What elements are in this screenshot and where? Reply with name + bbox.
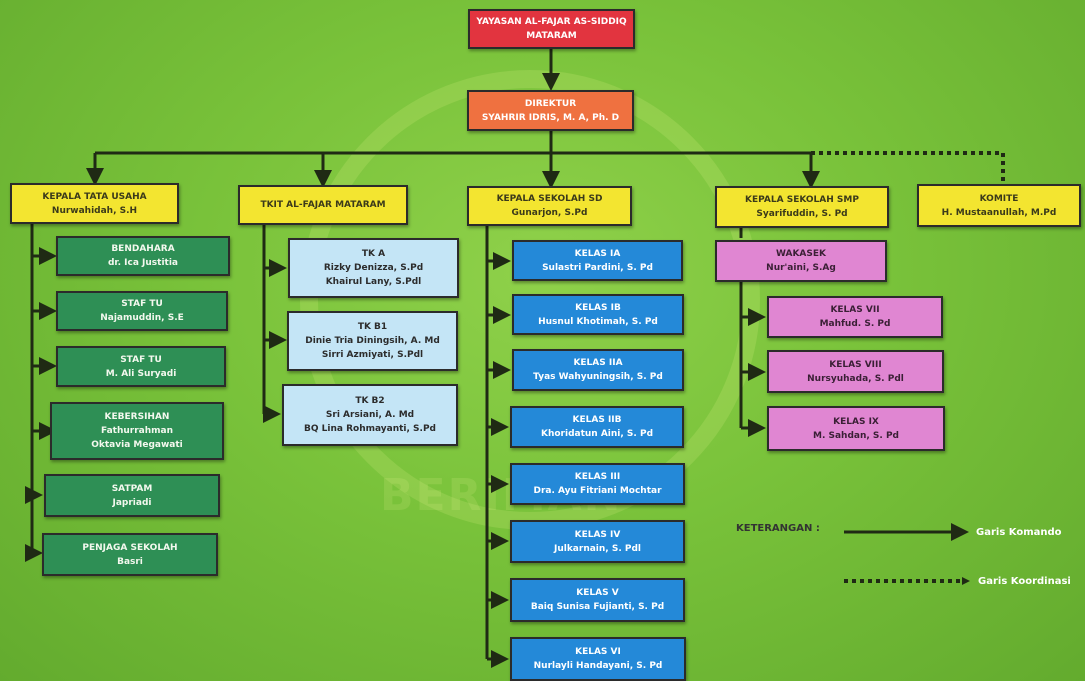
sd-class-title: KELAS III [574, 472, 621, 482]
sd-title: KEPALA SEKOLAH SD [496, 194, 603, 204]
tkit-title: TKIT AL-FAJAR MATARAM [260, 200, 386, 210]
smp-teacher: Mahfud. S. Pd [819, 319, 891, 329]
sd-class-box: KELAS III Dra. Ayu Fitriani Mochtar [510, 463, 685, 505]
legend-solid-label: Garis Komando [976, 527, 1062, 538]
komite-head: KOMITE H. Mustaanullah, M.Pd [917, 184, 1081, 227]
sd-name: Gunarjon, S.Pd [511, 208, 588, 218]
staff-title: SATPAM [111, 483, 153, 494]
smp-title: KEPALA SEKOLAH SMP [745, 195, 859, 205]
smp-class-box: KELAS IX M. Sahdan, S. Pd [767, 406, 945, 451]
sd-class-box: KELAS V Baiq Sunisa Fujianti, S. Pd [510, 578, 685, 622]
staff-name: Najamuddin, S.E [100, 313, 184, 323]
wakasek-box: WAKASEK Nur'aini, S.Ag [715, 240, 887, 282]
yayasan-line2: MATARAM [526, 31, 577, 41]
staff-title: KEBERSIHAN [104, 412, 170, 422]
sd-class-title: KELAS IIA [573, 358, 623, 368]
sd-teacher: Julkarnain, S. Pdl [553, 543, 642, 554]
sd-class-box: KELAS IB Husnul Khotimah, S. Pd [512, 294, 684, 335]
smp-teacher: M. Sahdan, S. Pd [812, 430, 900, 441]
tk-class-box: TK B1 Dinie Tria Diningsih, A. Md Sirri … [287, 311, 458, 371]
sd-teacher: Sulastri Pardini, S. Pd [542, 262, 653, 273]
sd-class-title: KELAS IV [574, 529, 621, 540]
smp-head: KEPALA SEKOLAH SMP Syarifuddin, S. Pd [715, 186, 889, 228]
sd-class-box: KELAS IIA Tyas Wahyuningsih, S. Pd [512, 349, 684, 391]
sd-class-title: KELAS IIB [572, 415, 622, 425]
staff-box: SATPAM Japriadi [44, 474, 220, 517]
smp-class-box: KELAS VII Mahfud. S. Pd [767, 296, 943, 338]
yayasan-box: YAYASAN AL-FAJAR AS-SIDDIQ MATARAM [468, 9, 635, 49]
smp-class-title: KELAS VII [830, 305, 880, 315]
tata-usaha-title: KEPALA TATA USAHA [42, 191, 147, 202]
sd-teacher: Nurlayli Handayani, S. Pd [533, 661, 663, 671]
sd-class-box: KELAS VI Nurlayli Handayani, S. Pd [510, 637, 686, 681]
legend-heading: KETERANGAN : [736, 523, 820, 534]
tk-teacher: Sirri Azmiyati, S.Pdl [321, 350, 424, 360]
tk-teacher: BQ Lina Rohmayanti, S.Pd [304, 424, 436, 434]
sd-class-title: KELAS V [576, 588, 619, 598]
smp-name: Syarifuddin, S. Pd [756, 209, 848, 219]
yayasan-line1: YAYASAN AL-FAJAR AS-SIDDIQ [476, 17, 627, 27]
tk-class-title: TK B2 [355, 396, 385, 406]
sd-head: KEPALA SEKOLAH SD Gunarjon, S.Pd [467, 186, 632, 226]
wakasek-title: WAKASEK [775, 249, 827, 259]
sd-teacher: Tyas Wahyuningsih, S. Pd [533, 372, 663, 382]
staff-name: Basri [117, 556, 143, 567]
staff-box: BENDAHARA dr. Ica Justitia [56, 236, 230, 276]
staff-title: BENDAHARA [111, 244, 175, 254]
staff-title: PENJAGA SEKOLAH [82, 542, 178, 553]
komite-name: H. Mustaanullah, M.Pd [941, 207, 1057, 218]
sd-class-title: KELAS IA [574, 248, 621, 259]
sd-class-box: KELAS IV Julkarnain, S. Pdl [510, 520, 685, 563]
sd-class-title: KELAS VI [575, 647, 621, 657]
sd-class-box: KELAS IIB Khoridatun Aini, S. Pd [510, 406, 684, 448]
direktur-name: SYAHRIR IDRIS, M. A, Ph. D [481, 112, 620, 123]
sd-teacher: Dra. Ayu Fitriani Mochtar [533, 486, 662, 496]
tk-teacher: Dinie Tria Diningsih, A. Md [305, 336, 440, 346]
tk-class-box: TK B2 Sri Arsiani, A. Md BQ Lina Rohmaya… [282, 384, 458, 446]
tk-teacher: Rizky Denizza, S.Pd [323, 263, 424, 273]
staff-box: STAF TU Najamuddin, S.E [56, 291, 228, 331]
staff-box: KEBERSIHAN Fathurrahman Oktavia Megawati [50, 402, 224, 460]
wakasek-name: Nur'aini, S.Ag [766, 263, 836, 273]
staff-title: STAF TU [120, 354, 162, 365]
sd-class-box: KELAS IA Sulastri Pardini, S. Pd [512, 240, 683, 281]
tk-teacher: Khairul Lany, S.Pdl [325, 277, 422, 287]
smp-class-title: KELAS IX [833, 416, 879, 427]
sd-teacher: Husnul Khotimah, S. Pd [538, 316, 658, 327]
staff-box: PENJAGA SEKOLAH Basri [42, 533, 218, 576]
legend-dotted-label: Garis Koordinasi [978, 576, 1071, 587]
tk-class-box: TK A Rizky Denizza, S.Pd Khairul Lany, S… [288, 238, 459, 298]
smp-class-box: KELAS VIII Nursyuhada, S. Pdl [767, 350, 944, 393]
staff-name: Fathurrahman [100, 426, 174, 436]
tk-teacher: Sri Arsiani, A. Md [325, 410, 415, 420]
sd-teacher: Baiq Sunisa Fujianti, S. Pd [530, 602, 665, 612]
smp-class-title: KELAS VIII [829, 359, 882, 370]
staff-name: Japriadi [112, 497, 152, 508]
sd-teacher: Khoridatun Aini, S. Pd [540, 429, 654, 439]
tata-usaha-head: KEPALA TATA USAHA Nurwahidah, S.H [10, 183, 179, 224]
staff-box: STAF TU M. Ali Suryadi [56, 346, 226, 387]
tkit-head: TKIT AL-FAJAR MATARAM [238, 185, 408, 225]
staff-name: M. Ali Suryadi [105, 368, 177, 379]
direktur-box: DIREKTUR SYAHRIR IDRIS, M. A, Ph. D [467, 90, 634, 131]
staff-title: STAF TU [121, 299, 163, 309]
staff-name: Oktavia Megawati [91, 440, 183, 450]
komite-title: KOMITE [979, 193, 1019, 204]
tk-class-title: TK A [361, 249, 386, 259]
sd-class-title: KELAS IB [575, 302, 621, 313]
direktur-title: DIREKTUR [524, 98, 577, 109]
tata-usaha-name: Nurwahidah, S.H [51, 205, 138, 216]
smp-teacher: Nursyuhada, S. Pdl [807, 373, 904, 384]
staff-name: dr. Ica Justitia [107, 258, 178, 268]
tk-class-title: TK B1 [357, 322, 388, 332]
